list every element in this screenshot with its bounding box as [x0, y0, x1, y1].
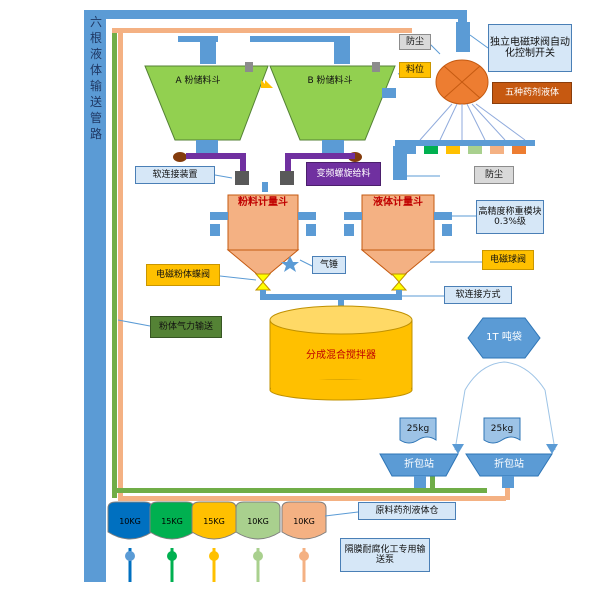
unpack-stations — [379, 453, 553, 488]
dust-mid-label: 防尘 — [474, 166, 514, 184]
tank-outlets — [125, 548, 309, 582]
screw-feeders — [173, 152, 362, 192]
label-pointers — [117, 34, 489, 517]
ton-bag-label: 1T 吨袋 — [486, 332, 522, 344]
meter-valves — [254, 256, 408, 291]
raw-storage-label: 原料药剂液体仓 — [358, 502, 456, 520]
liquid-meter-label: 液体计量斗 — [373, 197, 423, 209]
hopper-b-label: B 粉储料斗 — [307, 75, 353, 86]
storage-tank: 10KG — [281, 501, 327, 540]
unpack-1-label: 折包站 — [404, 459, 434, 471]
storage-tank: 10KG — [107, 501, 153, 540]
tank-label: 10KG — [293, 517, 315, 526]
solenoid-ball-label: 独立电磁球阀自动化控制开关 — [488, 24, 572, 72]
air-hammer-label: 气锤 — [312, 256, 346, 274]
mixer-label: 分成混合搅拌器 — [306, 350, 376, 362]
powder-valve-label: 电磁粉体蝶阀 — [146, 264, 220, 286]
ton-bag — [452, 317, 558, 454]
powder-meter-hopper — [210, 194, 316, 276]
solenoid-distributor — [393, 22, 535, 180]
soft-conn-mode-label: 软连接方式 — [444, 286, 512, 304]
tank-label: 15KG — [161, 517, 183, 526]
level-label: 料位 — [399, 62, 431, 78]
storage-tank: 15KG — [191, 501, 237, 540]
hopper-b — [269, 65, 396, 154]
pneumatic-label: 粉体气力输送 — [150, 316, 222, 338]
pump-label: 隔膜耐腐化工专用输送泵 — [340, 538, 430, 572]
pipeline-label: 六根液体输送管路 — [89, 15, 102, 141]
reagent-label: 五种药剂液体 — [492, 82, 572, 104]
bag-25kg-2-label: 25kg — [490, 423, 514, 434]
dust-top-label: 防尘 — [399, 34, 431, 50]
hopper-a-label: A 粉储料斗 — [175, 75, 221, 86]
ball-valve-label: 电磁球阀 — [482, 250, 534, 270]
bags-25kg — [399, 417, 521, 444]
bag-25kg-1-label: 25kg — [406, 423, 430, 434]
soft-connect-label: 软连接装置 — [135, 166, 215, 184]
tank-label: 10KG — [247, 517, 269, 526]
mixer-tank — [269, 305, 413, 401]
storage-tank: 10KG — [235, 501, 281, 540]
storage-tanks: 10KG 15KG 15KG 10KG 10KG — [107, 501, 327, 540]
unpack-2-label: 折包站 — [494, 459, 524, 471]
tank-label: 10KG — [119, 517, 141, 526]
pipeline-bundle — [84, 10, 510, 582]
hopper-valves — [245, 62, 396, 98]
mixer-feed-pipes — [260, 290, 402, 308]
hopper-a — [144, 65, 269, 154]
tank-label: 15KG — [203, 517, 225, 526]
hopper-feed-pipes — [178, 36, 350, 64]
storage-tank: 15KG — [149, 501, 195, 540]
vfd-screw-label: 变频螺旋给料 — [306, 162, 381, 186]
hp-weigh-label: 高精度称重模块 0.3%级 — [476, 200, 544, 234]
powder-meter-label: 粉料计量斗 — [238, 197, 288, 209]
